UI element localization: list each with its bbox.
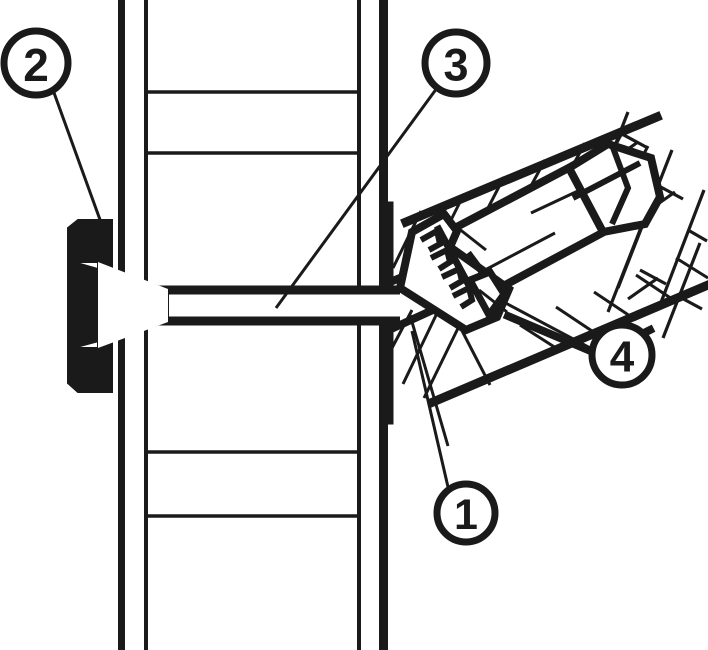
callout-label-1: 1 — [454, 491, 478, 539]
callout-balloon-3[interactable]: 3 — [421, 28, 491, 98]
bolt-head-facet-1 — [571, 160, 642, 201]
callout-circle-2 — [0, 27, 72, 99]
wall-outer-edge-upper — [400, 111, 663, 228]
callout-balloons: 2 3 4 1 — [0, 27, 656, 546]
callout-balloon-4[interactable]: 4 — [588, 321, 656, 389]
panel-cross-members — [145, 90, 360, 518]
sleeve-expansion-slot — [433, 224, 477, 295]
bolt-head-facet-2 — [609, 143, 632, 226]
callout-leader-lines — [51, 87, 593, 488]
callout-label-3: 3 — [443, 40, 468, 91]
callout-balloon-1[interactable]: 1 — [433, 480, 499, 546]
sleeve-hatch — [457, 226, 508, 314]
leader-line-4 — [497, 297, 593, 351]
expansion-sleeve-anchor — [395, 208, 514, 335]
leader-line-3 — [274, 87, 439, 309]
leader-line-1 — [410, 330, 450, 488]
bolt-head-edge-hint — [530, 188, 581, 215]
callout-circle-3 — [421, 28, 491, 98]
bracket-recess-void — [98, 262, 168, 348]
leader-line-2 — [51, 89, 105, 229]
callout-label-4: 4 — [610, 333, 635, 382]
callout-circle-1 — [433, 480, 499, 546]
callout-label-2: 2 — [23, 39, 49, 91]
callout-circle-4 — [588, 321, 656, 389]
countersunk-bracket-head — [67, 219, 169, 393]
callout-balloon-2[interactable]: 2 — [0, 27, 72, 99]
